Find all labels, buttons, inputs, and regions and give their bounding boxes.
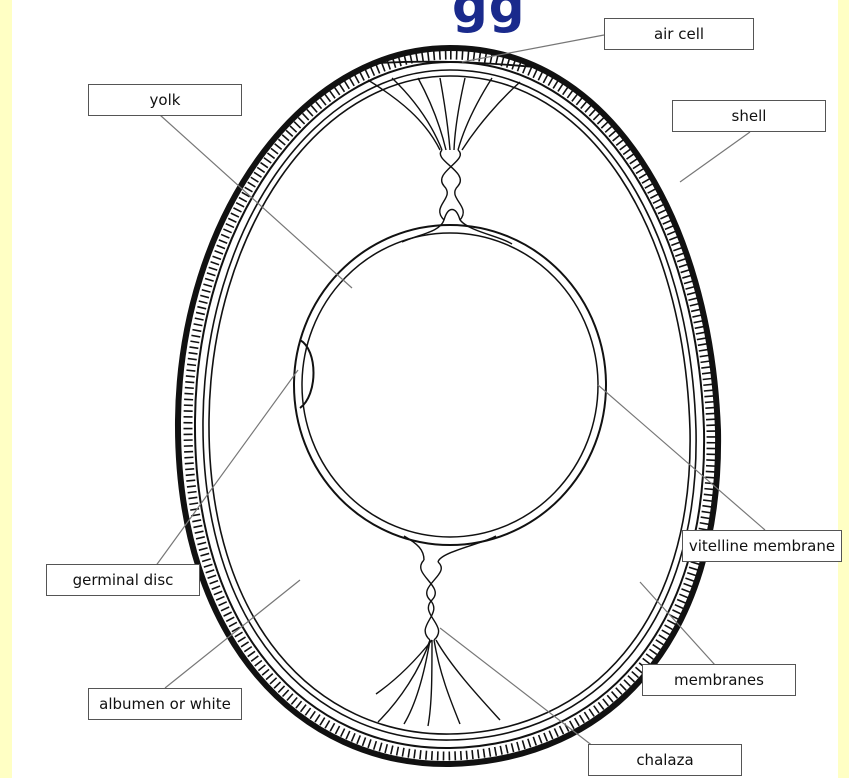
lower-chalaza (376, 536, 500, 726)
label-shell: shell (672, 100, 826, 132)
yolk-outer-membrane (294, 225, 606, 545)
label-yolk: yolk (88, 84, 242, 116)
label-albumen-or-white: albumen or white (88, 688, 242, 720)
leader-yolk (160, 115, 352, 288)
leader-vitelline-membrane (598, 385, 765, 530)
shell-outer-line (178, 48, 718, 764)
upper-chalaza (368, 78, 520, 244)
label-chalaza: chalaza (588, 744, 742, 776)
shell-segments (188, 55, 711, 756)
leader-albumen (165, 580, 300, 688)
leader-shell (680, 132, 750, 182)
label-membranes: membranes (642, 664, 796, 696)
leader-membranes (640, 582, 715, 665)
yolk-inner-membrane (302, 233, 598, 537)
outer-membrane (203, 70, 696, 740)
label-vitelline-membrane: vitelline membrane (682, 530, 842, 562)
label-germinal-disc: germinal disc (46, 564, 200, 596)
label-air-cell: air cell (604, 18, 754, 50)
leader-chalaza (440, 628, 598, 750)
